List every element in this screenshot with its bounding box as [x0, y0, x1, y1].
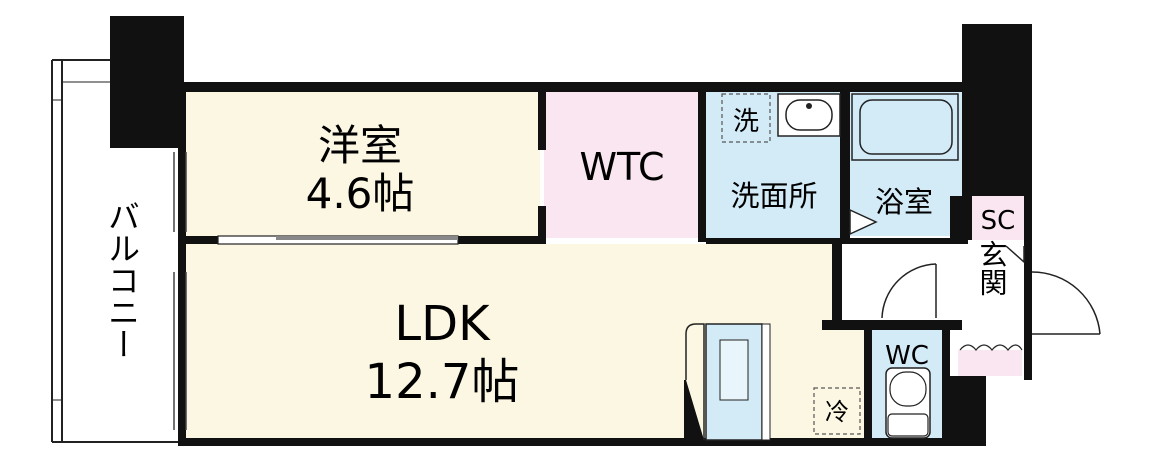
ldk-name: LDK [394, 296, 491, 352]
western-room-size: 4.6帖 [306, 169, 415, 218]
entrance-area [958, 350, 1022, 376]
bathroom-label: 浴室 [875, 185, 933, 219]
entrance-step [959, 344, 1023, 351]
fridge-label: 冷 [825, 398, 849, 426]
wtc-label: WTC [579, 145, 664, 189]
windows [173, 152, 187, 430]
western-room-area [184, 90, 540, 238]
wtc-area [544, 90, 700, 238]
toilet [885, 367, 931, 439]
sliding-door [217, 235, 459, 245]
balcony-label: バルコニー [103, 200, 141, 360]
sc-area [972, 196, 1024, 240]
washroom-label: 洗面所 [730, 179, 817, 213]
bathtub [851, 93, 959, 161]
pillar-right [962, 24, 1032, 196]
washer-space [721, 93, 771, 143]
ldk-size: 12.7帖 [365, 354, 520, 410]
pillar-left [110, 16, 184, 148]
fridge-space [813, 387, 861, 435]
kitchen-counter [685, 323, 771, 441]
entrance-label: 玄関 [976, 240, 1009, 296]
washer-label: 洗 [733, 107, 759, 137]
washbasin [777, 93, 841, 137]
sc-label: SC [981, 206, 1016, 236]
door-swings [849, 208, 1101, 335]
western-room-name: 洋室 [318, 121, 402, 170]
wc-label: WC [885, 341, 929, 371]
